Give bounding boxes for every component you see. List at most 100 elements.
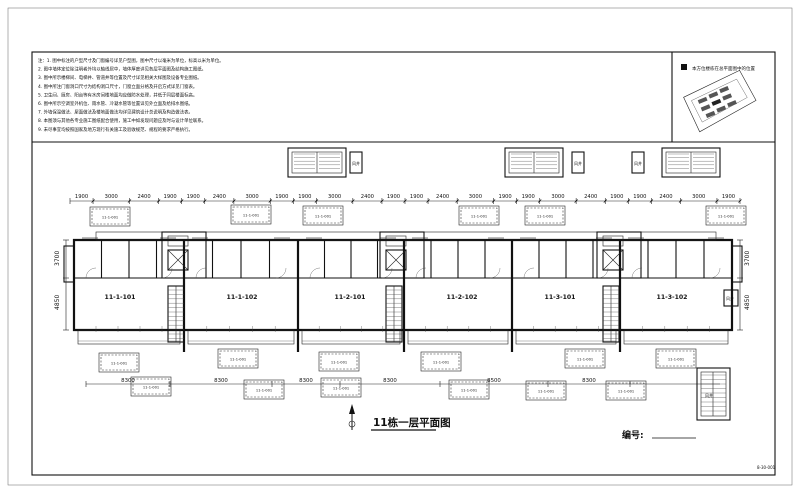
- room-stamp-box: 11-1-001: [89, 206, 131, 227]
- room-stamp-text: 11-1-001: [315, 215, 331, 219]
- room-stamp-text: 11-1-001: [333, 387, 349, 391]
- general-notes: 注：1. 图中标注的户型尺寸及门窗编号详见户型图，图中尺寸以毫米为单位，标高以米…: [38, 57, 224, 133]
- balcony: [301, 329, 401, 345]
- stair-label-br: 风井: [705, 392, 713, 398]
- top-dim-value: 1900: [275, 194, 288, 200]
- room-stamp-text: 11-1-001: [537, 215, 553, 219]
- balcony: [77, 329, 181, 345]
- left-side-dimensions: 3700 4850: [54, 239, 69, 331]
- side-dim-top-right: 3700: [744, 251, 751, 266]
- right-side-dimensions: 3700 4850: [737, 239, 751, 331]
- room-stamp-text: 11-1-001: [668, 358, 684, 362]
- room-stamp-text: 11-1-001: [577, 358, 593, 362]
- balcony: [515, 329, 617, 345]
- note-line: 6. 图中所示空调室外机位、雨水管、冷凝水管等位置详见外立面及给排水图纸。: [38, 100, 193, 107]
- top-dim-value: 1900: [722, 194, 735, 200]
- plan-title: 11栋一层平面图: [373, 416, 451, 429]
- room-stamp-box: 11-1-001: [318, 351, 360, 372]
- elevator-core: [379, 231, 425, 343]
- top-dim-value: 1900: [387, 194, 400, 200]
- elevator-core: [596, 231, 642, 343]
- unit-label: 11-2-102: [447, 294, 478, 301]
- room-stamp-text: 11-1-001: [471, 215, 487, 219]
- stair-detail-bottom-right: 风井: [696, 367, 731, 421]
- note-line: 注：1. 图中标注的户型尺寸及门窗编号详见户型图，图中尺寸以毫米为单位，标高以米…: [38, 57, 224, 64]
- room-stamp-box: 11-1-001: [420, 351, 462, 372]
- top-dim-value: 1900: [187, 194, 200, 200]
- room-stamp-box: 11-1-001: [564, 348, 606, 369]
- room-stamp-text: 11-1-001: [256, 389, 272, 393]
- room-stamp-text: 11-1-001: [433, 361, 449, 365]
- stair-detail-box: [661, 147, 721, 178]
- room-stamp-box: 11-1-001: [98, 352, 140, 373]
- room-stamp-box: 11-1-001: [320, 377, 362, 398]
- drawing-number: 编号:: [622, 429, 696, 441]
- top-dim-value: 3000: [551, 194, 564, 200]
- top-dim-value: 1900: [75, 194, 88, 200]
- unit-label: 11-1-102: [227, 294, 258, 301]
- keyplan-site-diagram: [683, 69, 757, 133]
- unit-label: 11-3-102: [657, 294, 688, 301]
- top-dim-value: 2400: [137, 194, 150, 200]
- room-stamp-box: 11-1-001: [302, 205, 344, 226]
- room-stamp-text: 11-1-001: [111, 362, 127, 366]
- note-line: 7. 外墙保温做法、屋面做法及楼地面做法均详见建筑设计总说明及构造做法表。: [38, 109, 193, 116]
- top-dim-value: 3000: [105, 194, 118, 200]
- top-dim-value: 1900: [522, 194, 535, 200]
- outer-border: [7, 7, 793, 486]
- stair-tag-label: 风井: [352, 160, 360, 166]
- room-stamp-text: 11-1-001: [461, 389, 477, 393]
- side-dim-bottom-right: 4850: [744, 295, 751, 310]
- room-stamp-text: 11-1-001: [243, 214, 259, 218]
- bottom-dim-value: 8300: [299, 378, 313, 384]
- top-dim-value: 3000: [692, 194, 705, 200]
- room-stamp-box: 11-1-001: [243, 379, 285, 400]
- top-dim-value: 3000: [328, 194, 341, 200]
- room-stamp-box: 11-1-001: [448, 379, 490, 400]
- note-line: 8. 本图须与其他各专业施工图纸配合使用，施工中如发现问题应及时与设计单位联系。: [38, 117, 206, 124]
- room-stamp-box: 11-1-001: [230, 204, 272, 225]
- keyplan-label: 本方位楼栋在总平面图中的位置: [692, 65, 755, 72]
- side-dim-top-left: 3700: [54, 251, 61, 266]
- bottom-dim-value: 8500: [487, 378, 501, 384]
- stair-details: 风井风井风井: [287, 147, 721, 178]
- north-arrow-icon: [348, 404, 356, 430]
- key-plan: 本方位楼栋在总平面图中的位置: [681, 64, 757, 133]
- top-dim-value: 3000: [469, 194, 482, 200]
- top-dimension-chain: 1900 3000 2400 1900 1900 2400 3000 1900 1900 3000…: [69, 194, 742, 204]
- room-stamp-box: 11-1-001: [524, 205, 566, 226]
- room-stamp-text: 11-1-001: [230, 358, 246, 362]
- keyplan-marker-icon: [681, 64, 687, 70]
- room-stamp-box: 11-1-001: [705, 205, 747, 226]
- room-stamp-text: 11-1-001: [618, 390, 634, 394]
- note-line: 4. 图中所注门窗洞口尺寸为结构洞口尺寸，门窗立面分格及开启方式详见门窗表。: [38, 83, 197, 90]
- balcony: [623, 329, 729, 345]
- note-line: 3. 图中所示楼梯间、电梯井、管道井等位置及尺寸详见相关大样图及设备专业图纸。: [38, 74, 202, 81]
- top-dim-value: 2400: [361, 194, 374, 200]
- top-dim-value: 3000: [245, 194, 258, 200]
- room-stamp-text: 11-1-001: [331, 361, 347, 365]
- top-dim-value: 1900: [410, 194, 423, 200]
- unit-label: 11-1-101: [105, 294, 136, 301]
- stair-tag-label: 风井: [634, 160, 642, 166]
- stair-detail-box: 风井: [631, 151, 645, 174]
- top-dim-value: 1900: [164, 194, 177, 200]
- side-dim-bottom-left: 4850: [54, 295, 61, 310]
- frame-border: [31, 51, 776, 476]
- room-stamp-box: 11-1-001: [525, 380, 567, 401]
- bottom-dim-value: 8300: [383, 378, 397, 384]
- room-stamp-box: 11-1-001: [605, 380, 647, 401]
- balcony: [407, 329, 509, 345]
- bottom-dim-value: 8300: [214, 378, 228, 384]
- bottom-dim-value: 8300: [121, 378, 135, 384]
- room-stamp-text: 11-1-001: [143, 386, 159, 390]
- top-dim-value: 1900: [610, 194, 623, 200]
- elevator-core: [161, 231, 207, 343]
- room-stamp-text: 11-1-001: [718, 215, 734, 219]
- room-stamp-box: 11-1-001: [655, 348, 697, 369]
- room-stamp-text: 11-1-001: [538, 390, 554, 394]
